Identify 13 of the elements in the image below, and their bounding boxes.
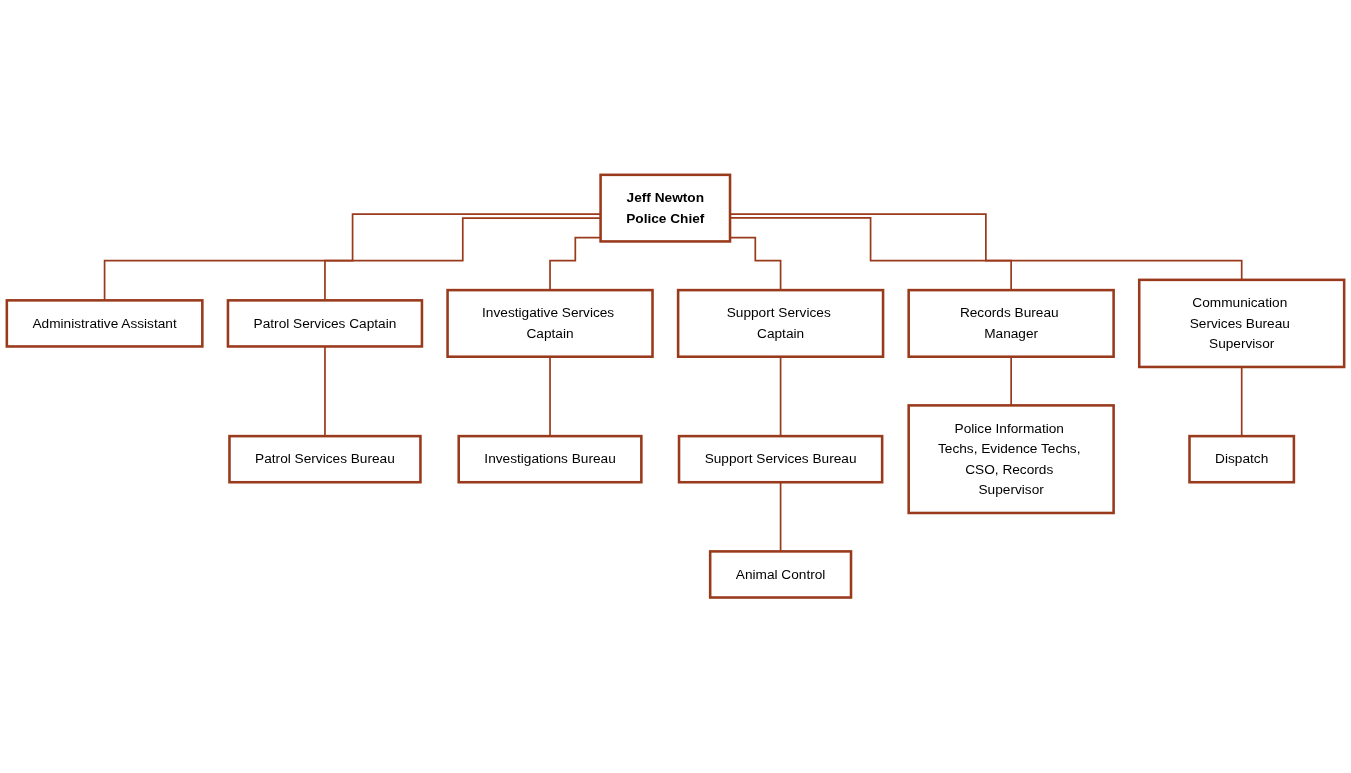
node-box: Administrative Assistant (5, 299, 204, 349)
node-box: Patrol Services Bureau (228, 435, 422, 484)
node-box: Records Bureau Manager (907, 289, 1115, 359)
node-box: Support Services Bureau (677, 435, 884, 484)
node-box: Animal Control (708, 550, 853, 600)
node-box: Patrol Services Captain (226, 299, 424, 349)
node-box: Police Information Techs, Evidence Techs, CSO, Records Supervisor (907, 404, 1115, 515)
node-box: Dispatch (1188, 435, 1296, 484)
node-box: Investigative Services Captain (446, 289, 654, 359)
node-box: Support Services Captain (676, 289, 885, 359)
node-box: Communication Services Bureau Supervisor (1137, 278, 1346, 369)
node-box: Jeff Newton Police Chief (599, 173, 732, 244)
node-box: Investigations Bureau (457, 435, 643, 484)
